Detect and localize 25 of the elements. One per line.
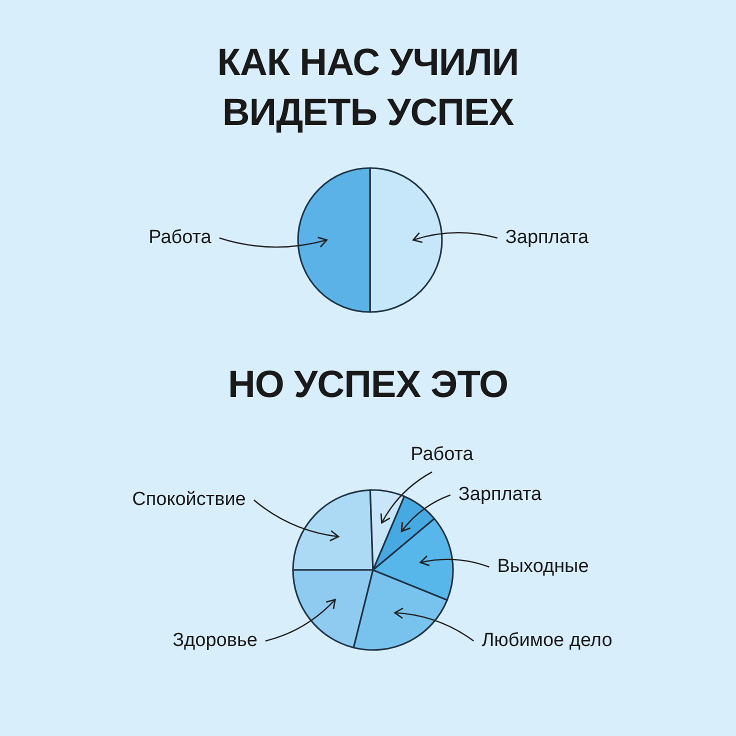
pie-slice	[352, 569, 448, 651]
slice-label: Работа	[410, 444, 474, 466]
leader-arrow	[219, 236, 328, 248]
leader-arrow	[394, 608, 474, 642]
slice-label: Выходные	[497, 556, 589, 578]
pie-slice	[369, 489, 406, 571]
pie-slice	[372, 518, 454, 601]
slice-label: Спокойствие	[132, 489, 246, 511]
leader-arrow	[380, 471, 432, 524]
pie-slice	[292, 569, 374, 648]
slice-label: Зарплата	[458, 484, 542, 506]
slice-label: Работа	[148, 227, 212, 249]
pie-slice	[297, 167, 371, 313]
leader-arrow	[253, 500, 340, 542]
pie-slice	[369, 167, 443, 313]
slice-label: Здоровье	[172, 630, 258, 652]
leader-arrow	[420, 555, 490, 568]
section-heading: НО УСПЕХ ЭТО	[228, 363, 508, 408]
title-heading: КАК НАС УЧИЛИ ВИДЕТЬ УСПЕХ	[216, 41, 520, 136]
leader-arrow	[400, 494, 451, 532]
pie-slice	[292, 489, 374, 571]
slice-label: Зарплата	[505, 227, 589, 249]
leader-arrow	[265, 598, 336, 642]
slice-label: Любимое дело	[482, 630, 612, 652]
leader-arrow	[412, 232, 498, 244]
